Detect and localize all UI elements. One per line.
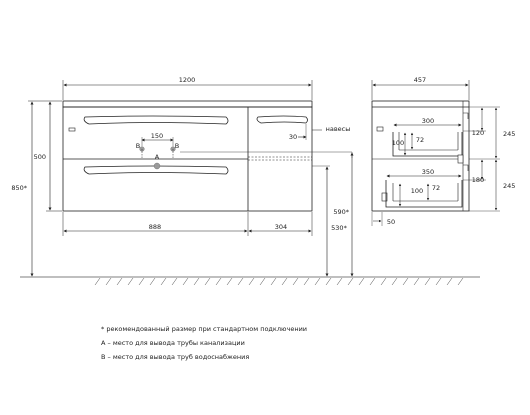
floor-hatch-mark — [259, 277, 266, 286]
floor-hatch-mark — [413, 277, 420, 286]
floor-hatch-mark — [391, 277, 398, 286]
floor-hatch-mark — [138, 277, 145, 286]
floor-hatch-mark — [171, 277, 178, 286]
dim-30: 30 — [289, 133, 297, 141]
label-a: A — [155, 153, 160, 161]
note-point-b: B – место для вывода труб водоснабжения — [101, 353, 250, 361]
floor-hatch-mark — [402, 277, 409, 286]
dim-500: 500 — [34, 153, 46, 161]
floor-hatch-mark — [380, 277, 387, 286]
dim-100-upper: 100 — [392, 139, 404, 147]
dim-888: 888 — [149, 223, 161, 231]
dim-590: 590* — [333, 208, 349, 216]
note-point-a: A – место для вывода трубы канализации — [101, 339, 245, 347]
dim-72-upper: 72 — [416, 136, 424, 144]
wall-bracket-lower — [381, 192, 388, 202]
floor-hatch-mark — [358, 277, 365, 286]
floor-hatch-mark — [424, 277, 431, 286]
floor-hatch-mark — [457, 277, 464, 286]
upper-drawer-handle — [83, 115, 229, 125]
floor-hatch-mark — [193, 277, 200, 286]
dim-530: 530* — [331, 224, 347, 232]
dim-72-lower: 72 — [432, 184, 440, 192]
floor-hatch-mark — [226, 277, 233, 286]
floor-hatch-mark — [182, 277, 189, 286]
floor-hatch-mark — [314, 277, 321, 286]
floor-hatch-mark — [325, 277, 332, 286]
dim-150: 150 — [151, 132, 163, 140]
label-b-right: B — [175, 142, 179, 150]
floor-hatch-mark — [248, 277, 255, 286]
floor-hatch-mark — [446, 277, 453, 286]
floor-hatch-mark — [94, 277, 101, 286]
floor-hatch-mark — [281, 277, 288, 286]
front-view — [28, 80, 354, 277]
label-b-left: B — [136, 142, 140, 150]
floor-hatch-mark — [435, 277, 442, 286]
floor-hatch-mark — [204, 277, 211, 286]
dim-245-lower: 245 — [503, 182, 515, 190]
floor-hatch-mark — [347, 277, 354, 286]
floor-hatch-mark — [237, 277, 244, 286]
floor-hatch-mark — [149, 277, 156, 286]
floor-hatch-mark — [160, 277, 167, 286]
dim-850: 850* — [11, 184, 27, 192]
wall-bracket — [376, 126, 384, 132]
dim-304: 304 — [275, 223, 287, 231]
side-view — [371, 80, 500, 226]
floor-hatch-mark — [215, 277, 222, 286]
pipe-a — [153, 162, 161, 170]
dim-100-lower: 100 — [411, 187, 423, 195]
dim-245-upper: 245 — [503, 130, 515, 138]
side-outline — [371, 100, 470, 212]
dim-180: 180 — [472, 176, 484, 184]
dim-120: 120 — [472, 129, 484, 137]
floor-hatch-mark — [369, 277, 376, 286]
dim-350: 350 — [422, 168, 434, 176]
floor-hatch-mark — [270, 277, 277, 286]
note-recommended-size: * рекомендованный размер при стандартном… — [101, 325, 308, 333]
label-hinges: навесы — [326, 125, 351, 133]
floor-hatch-mark — [105, 277, 112, 286]
floor-hatch-mark — [127, 277, 134, 286]
floor-hatch-mark — [336, 277, 343, 286]
left-marker — [68, 127, 76, 132]
floor-line — [20, 276, 480, 286]
dim-50: 50 — [387, 218, 395, 226]
countertop — [62, 100, 313, 108]
lower-drawer-box — [385, 180, 463, 208]
upper-drawer-box — [392, 132, 463, 157]
floor-hatch-mark — [292, 277, 299, 286]
floor-hatch-mark — [116, 277, 123, 286]
right-door-handle — [256, 115, 308, 124]
lower-drawer-handle — [83, 165, 229, 175]
floor-hatch-mark — [303, 277, 310, 286]
dim-457: 457 — [414, 76, 426, 84]
dim-300: 300 — [422, 117, 434, 125]
dim-1200: 1200 — [179, 76, 196, 84]
